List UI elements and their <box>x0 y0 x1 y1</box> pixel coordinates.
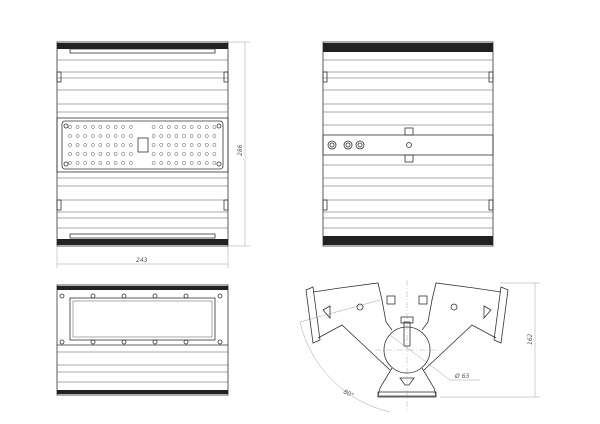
front-view <box>56 41 229 247</box>
width-dimension-label: 243 <box>136 257 148 264</box>
diameter-dimension-label: Ø 63 <box>454 373 469 380</box>
back-view <box>56 284 229 396</box>
angle-dimension-label: 80° <box>342 388 355 399</box>
depth-dimension-label: 162 <box>527 333 534 345</box>
profile-view <box>299 280 540 413</box>
height-dimension-label: 286 <box>237 144 244 156</box>
dimension-lines <box>56 41 250 268</box>
side-view <box>322 41 494 247</box>
